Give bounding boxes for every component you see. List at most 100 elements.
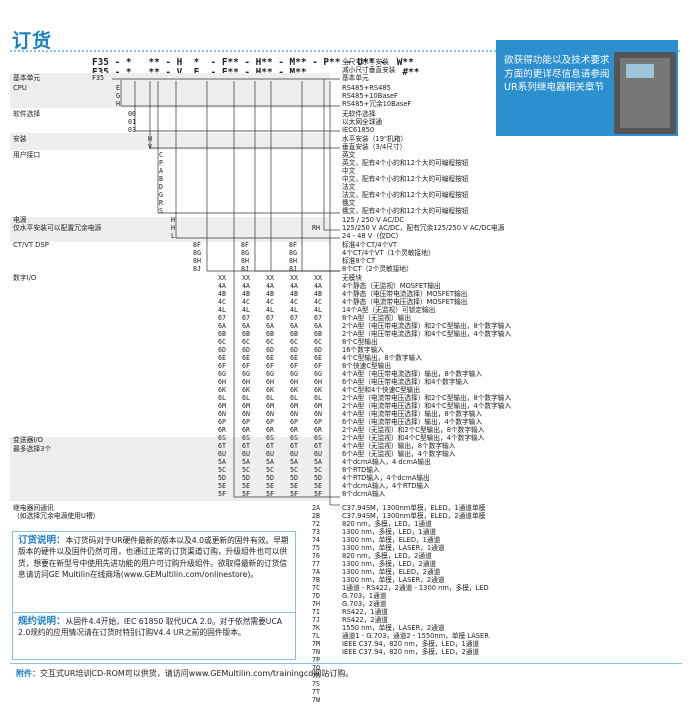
option-code: 8G (289, 249, 297, 257)
option-code: 8J (241, 265, 249, 273)
option-code: 5E (290, 482, 298, 490)
option-code: 6S (290, 434, 298, 442)
option-code: 67 (218, 314, 226, 322)
option-code: 4C (314, 298, 322, 306)
option-code: 6T (290, 442, 298, 450)
option-code: 4B (266, 290, 274, 298)
option-code: 4A (314, 282, 322, 290)
option-code: XX (314, 274, 322, 282)
option-description: 2个A型（电流带电压选择）和2个C型输出，8个数字输入 (342, 394, 512, 402)
option-code: 6K (266, 386, 274, 394)
option-description: 以太网全球通 (342, 118, 383, 126)
relay-device-image (614, 52, 676, 134)
option-code: 6U (290, 450, 298, 458)
option-description: 英文，配有4个小的和12个大的可编程按钮 (342, 159, 469, 167)
option-code: 4A (242, 282, 250, 290)
option-description: 俄文 (342, 199, 356, 207)
option-description: 减小尺寸垂直安装 (342, 66, 396, 74)
option-code: 5F (218, 490, 226, 498)
option-description: C37.94SM，1300nm单模，ELED，2通道单模 (342, 512, 486, 520)
option-description: RS422，2通道 (342, 616, 388, 624)
footer-note: 附件：交互式UR培训CD-ROM可以供货，请访问www.GEMultilin.c… (16, 668, 353, 679)
option-code: 74 (312, 536, 320, 544)
option-code: 5C (242, 466, 250, 474)
option-description: 无模块 (342, 274, 363, 282)
option-code: 2A (312, 504, 320, 512)
option-description: 4个C型和4个快速C型输出 (342, 386, 421, 394)
option-code: 6A (266, 322, 274, 330)
option-code: 5C (218, 466, 226, 474)
section-label: 基本单元 (13, 74, 41, 82)
option-code: 4L (266, 306, 274, 314)
option-code: 6F (266, 362, 274, 370)
option-description: 2个A型（电压带电流选择）和4个C型输出，4个数字输入 (342, 330, 512, 338)
option-code: P (159, 159, 163, 167)
option-code: 6D (218, 346, 226, 354)
option-code: E (116, 84, 120, 92)
section-label: 继电器间通讯 (13, 504, 54, 512)
option-code: 01 (128, 118, 136, 126)
option-description: 全尺寸水平安装 (342, 58, 389, 66)
option-description: G.703，1通道 (342, 592, 387, 600)
option-code: 6K (290, 386, 298, 394)
section-label: 仅水平安装可以配置冗余电源 (13, 224, 102, 232)
option-description: 基本单元 (342, 74, 369, 82)
option-code: 6H (314, 378, 322, 386)
option-code: 6U (314, 450, 322, 458)
option-code: 5A (218, 458, 226, 466)
option-description: 125 / 250 V AC/DC (342, 216, 405, 224)
option-code: 7H (312, 600, 320, 608)
section-band (10, 82, 330, 108)
section-band (10, 73, 330, 82)
option-code: S (159, 207, 163, 215)
option-code: 6B (242, 330, 250, 338)
option-code: 5F (266, 490, 274, 498)
section-label: 电源 (13, 216, 27, 224)
option-code: 6L (242, 394, 250, 402)
option-code: 6R (314, 426, 322, 434)
section-label: CPU (13, 84, 27, 92)
option-description: IEC61850 (342, 126, 375, 134)
option-code: 03 (128, 126, 136, 134)
option-code: 6U (242, 450, 250, 458)
option-code: 5D (266, 474, 274, 482)
order-note-title: 订货说明： (18, 535, 66, 546)
option-code: 5D (314, 474, 322, 482)
option-code: 6C (314, 338, 322, 346)
option-code: 5C (266, 466, 274, 474)
option-description: 1300 nm，单模，LASER，2通道 (342, 576, 445, 584)
footer-text: 交互式UR培训CD-ROM可以供货，请访问www.GEMultilin.com/… (40, 669, 354, 678)
option-code: 7A (312, 568, 320, 576)
option-code: 4C (266, 298, 274, 306)
option-description: 16个数字输入 (342, 346, 384, 354)
option-code: 5C (314, 466, 322, 474)
option-code: 6N (266, 410, 274, 418)
section-label: （如选择冗余电源使用U槽） (13, 512, 100, 520)
section-label: 数字I/O (13, 274, 37, 282)
option-code: 6R (242, 426, 250, 434)
option-code: 5E (314, 482, 322, 490)
order-code-line-2: F35 - * ** - V F - F** - H** - M** #** (92, 67, 420, 78)
option-code: 6T (242, 442, 250, 450)
option-description: 4个A型（电流带电压选择）输出，8个数字输入 (342, 410, 483, 418)
option-code: 5F (290, 490, 298, 498)
option-code: 72 (312, 520, 320, 528)
option-code: 6C (290, 338, 298, 346)
option-code: 6G (266, 370, 274, 378)
order-code-line-1: F35 - * ** - H * - F** - H** - M** - P**… (92, 57, 414, 68)
option-description: RS485+10BaseF (342, 92, 398, 100)
option-code: 7J (312, 616, 320, 624)
option-code: 6K (218, 386, 226, 394)
option-code: L (171, 232, 175, 240)
option-code: 6F (242, 362, 250, 370)
option-description: 1300 nm，单模，ELED，1通道 (342, 536, 441, 544)
option-code: 7M (312, 640, 320, 648)
option-code: B (159, 175, 163, 183)
option-code: 67 (314, 314, 322, 322)
option-description: 4个静态（电压带电流选择）MOSFET输出 (342, 290, 468, 298)
option-code: 2B (312, 512, 320, 520)
option-code: 6K (314, 386, 322, 394)
section-band (10, 437, 330, 501)
option-code: 6E (290, 354, 298, 362)
option-code: 6F (218, 362, 226, 370)
